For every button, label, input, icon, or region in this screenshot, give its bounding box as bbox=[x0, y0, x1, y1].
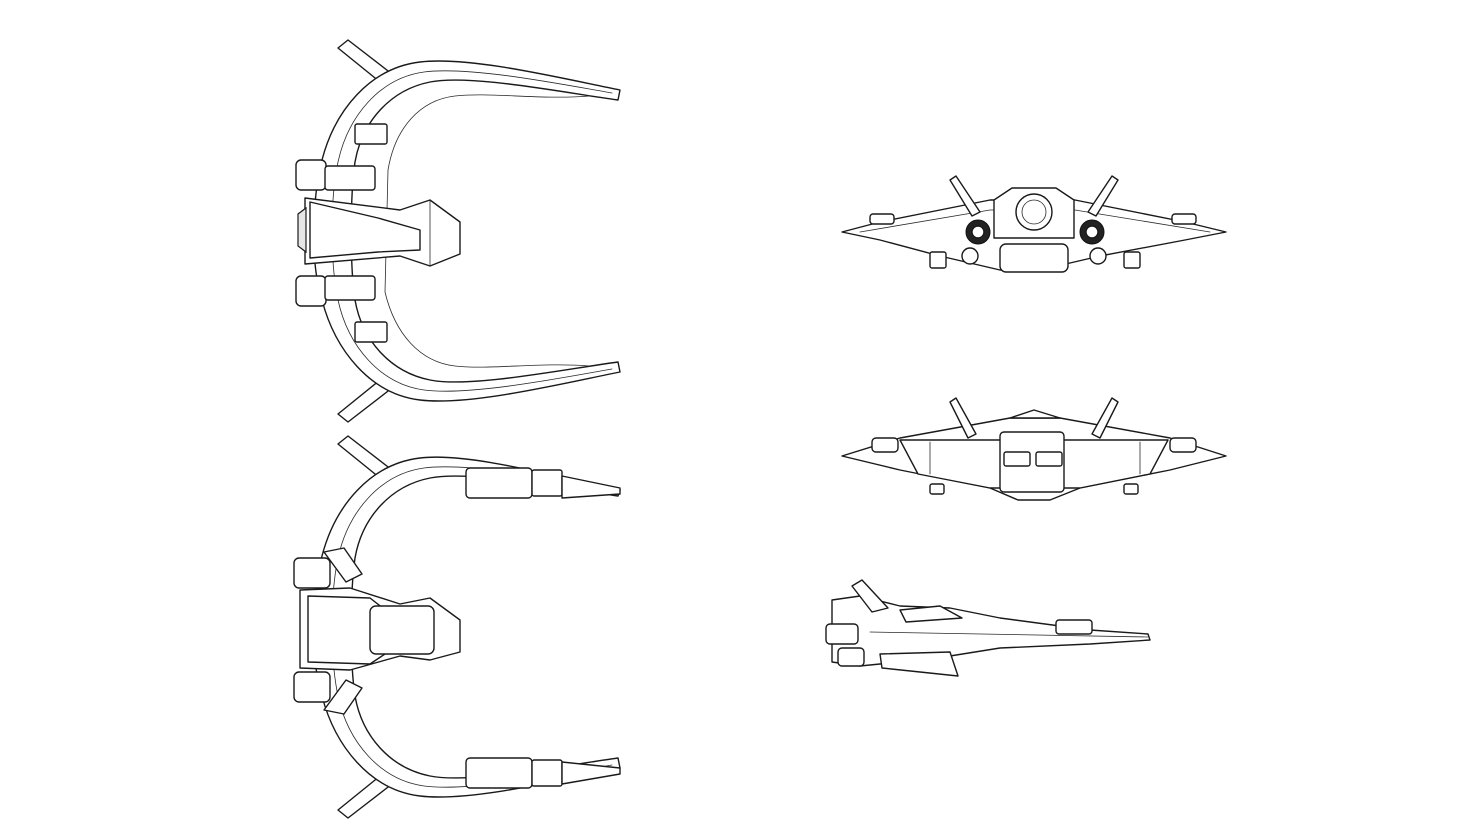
back-view bbox=[841, 397, 1227, 501]
top-view bbox=[295, 39, 621, 423]
bottom-view bbox=[293, 435, 621, 819]
front-view bbox=[841, 175, 1227, 273]
side-view bbox=[825, 579, 1151, 677]
